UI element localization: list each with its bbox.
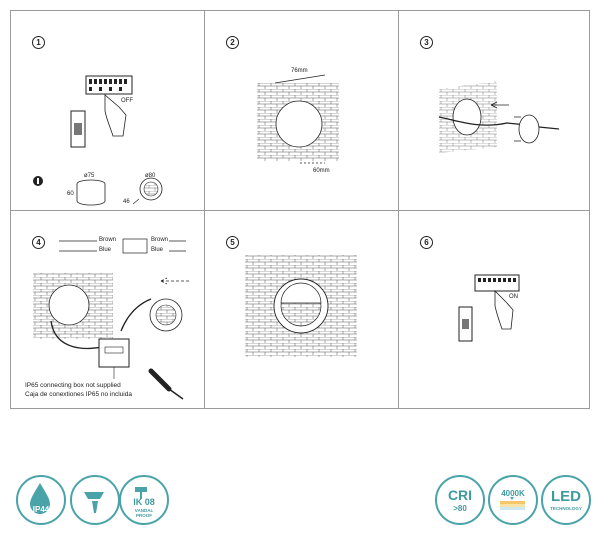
step-5-illustration xyxy=(245,255,357,357)
water-drop-icon xyxy=(30,483,50,514)
adjustable-badge xyxy=(70,475,120,525)
dimension-label: 46 xyxy=(123,199,130,205)
grid-divider xyxy=(11,210,589,211)
dimension-label: ø80 xyxy=(145,173,156,179)
switch-icon xyxy=(70,110,86,148)
screwdriver-icon xyxy=(148,368,184,400)
hand-icon xyxy=(494,290,514,330)
dimension-label: 60 xyxy=(67,191,74,197)
info-icon xyxy=(33,176,43,186)
dimension-label: 60mm xyxy=(313,168,330,174)
step-1-panel: 1 xyxy=(11,11,204,210)
breaker-panel-icon xyxy=(85,75,133,95)
ik-rating-label: IK 08 xyxy=(133,497,155,507)
wiring-diagram-icon xyxy=(59,238,186,254)
wire-label: Blue xyxy=(99,247,112,253)
ip-rating-badge: IP44 xyxy=(16,475,66,525)
step-6-panel: 6 ON xyxy=(399,211,592,410)
step-3-panel: 3 xyxy=(399,11,592,210)
switch-state-label: OFF xyxy=(121,98,133,104)
step-6-illustration xyxy=(458,274,520,342)
step-3-illustration xyxy=(438,81,560,153)
junction-box-icon xyxy=(98,338,130,368)
dimension-label: ø75 xyxy=(84,173,95,179)
step-number: 3 xyxy=(420,36,433,49)
wire-label: Blue xyxy=(151,247,164,253)
fixture-housing-icon xyxy=(149,298,183,332)
step-number: 2 xyxy=(226,36,239,49)
cri-value: >80 xyxy=(453,504,467,513)
hammer-icon xyxy=(135,487,147,499)
color-temperature-badge: 4000K xyxy=(488,475,538,525)
instruction-grid: 1 xyxy=(10,10,590,409)
led-label: LED xyxy=(551,488,581,505)
wall-hole-icon xyxy=(48,284,90,326)
switch-state-label: ON xyxy=(509,294,518,300)
fixture-housing-icon xyxy=(514,114,540,144)
installed-fixture-icon xyxy=(273,278,329,334)
switch-icon xyxy=(458,306,473,342)
wall-hole-icon xyxy=(452,98,482,136)
wire-label: Brown xyxy=(99,237,117,243)
step-4-illustration xyxy=(33,238,189,400)
led-technology-badge: LED TECHNOLOGY xyxy=(541,475,591,525)
grid-divider xyxy=(398,11,399,408)
wire-label: Brown xyxy=(151,237,169,243)
step-5-panel: 5 xyxy=(205,211,398,410)
dimension-arrow xyxy=(274,74,326,84)
cable-icon xyxy=(438,116,528,126)
cable-icon xyxy=(538,126,560,130)
fixture-dimension-icon xyxy=(132,177,163,205)
ik-rating-sublabel: VANDAL PROOF xyxy=(134,508,154,518)
step-number: 1 xyxy=(32,36,45,49)
step-number: 5 xyxy=(226,236,239,249)
impact-rating-badge: IK 08 VANDAL PROOF xyxy=(119,475,169,525)
ip-rating-label: IP44 xyxy=(32,505,50,514)
step-number: 6 xyxy=(420,236,433,249)
grid-divider xyxy=(204,11,205,408)
step-1-illustration xyxy=(33,75,163,206)
cri-badge: CRI >80 xyxy=(435,475,485,525)
step-number: 4 xyxy=(32,236,45,249)
direction-arrow-icon xyxy=(490,101,509,109)
cri-label: CRI xyxy=(447,487,473,503)
direction-arrow-icon xyxy=(160,277,189,285)
dimension-label: 76mm xyxy=(291,68,308,74)
adjustable-spotlight-icon xyxy=(84,492,104,513)
color-temperature-label: 4000K xyxy=(501,489,525,498)
step-2-panel: 2 76mm 60mm xyxy=(205,11,398,210)
step-4-panel: 4 xyxy=(11,211,204,410)
breaker-panel-icon xyxy=(474,274,520,292)
note-english: IP65 connecting box not supplied xyxy=(25,382,121,389)
note-spanish: Caja de conextiones IP65 no incluida xyxy=(25,391,132,398)
led-sublabel: TECHNOLOGY xyxy=(550,506,582,511)
cutout-dimension-icon xyxy=(76,179,106,206)
color-temperature-scale-icon xyxy=(500,497,525,510)
wall-hole-icon xyxy=(275,100,323,148)
step-2-illustration xyxy=(257,74,339,164)
hand-icon xyxy=(104,94,127,137)
